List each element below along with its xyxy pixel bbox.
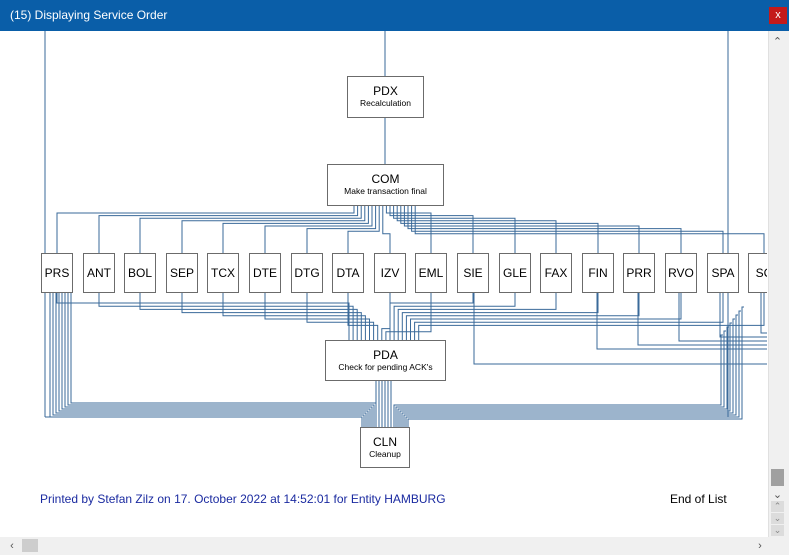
scrollbar-corner xyxy=(768,537,789,555)
window-title: (15) Displaying Service Order xyxy=(10,8,168,22)
close-icon: x xyxy=(775,9,781,21)
chevron-right-icon[interactable]: › xyxy=(758,540,762,552)
task-node-sie[interactable]: SIE xyxy=(457,253,489,293)
task-node-dtg[interactable]: DTG xyxy=(291,253,323,293)
node-code: CLN xyxy=(372,435,397,449)
diagram-canvas[interactable]: PDX Recalculation COM Make transaction f… xyxy=(4,31,767,537)
node-pda[interactable]: PDA Check for pending ACK's xyxy=(325,340,446,381)
title-bar: (15) Displaying Service Order x xyxy=(0,0,789,31)
task-node-eml[interactable]: EML xyxy=(415,253,447,293)
node-pdx[interactable]: PDX Recalculation xyxy=(347,76,424,118)
task-node-sep[interactable]: SEP xyxy=(166,253,198,293)
task-node-tcx[interactable]: TCX xyxy=(207,253,239,293)
print-info: Printed by Stefan Zilz on 17. October 20… xyxy=(40,492,446,506)
horizontal-scrollbar[interactable] xyxy=(0,537,768,555)
task-node-prs[interactable]: PRS xyxy=(41,253,73,293)
chevron-left-icon[interactable]: ‹ xyxy=(10,540,14,552)
chevron-up-icon[interactable]: ⌃ xyxy=(772,36,783,48)
end-of-list: End of List xyxy=(670,492,727,506)
node-code: PDA xyxy=(373,348,398,362)
node-description: Make transaction final xyxy=(344,186,427,196)
task-node-rvo[interactable]: RVO xyxy=(665,253,697,293)
scroll-page-down-icon[interactable]: ⌄ xyxy=(771,513,784,524)
scroll-end-icon[interactable]: ⌄ xyxy=(771,525,784,536)
vertical-scrollbar[interactable] xyxy=(768,31,789,537)
node-cln[interactable]: CLN Cleanup xyxy=(360,427,410,468)
node-description: Cleanup xyxy=(369,449,401,459)
task-node-prr[interactable]: PRR xyxy=(623,253,655,293)
task-node-fin[interactable]: FIN xyxy=(582,253,614,293)
node-com[interactable]: COM Make transaction final xyxy=(327,164,444,206)
node-code: COM xyxy=(371,172,400,186)
task-node-dta[interactable]: DTA xyxy=(332,253,364,293)
node-description: Recalculation xyxy=(359,98,412,108)
task-node-fax[interactable]: FAX xyxy=(540,253,572,293)
node-description: Check for pending ACK's xyxy=(338,362,433,372)
task-node-ant[interactable]: ANT xyxy=(83,253,115,293)
task-node-gle[interactable]: GLE xyxy=(499,253,531,293)
task-node-bol[interactable]: BOL xyxy=(124,253,156,293)
scroll-page-up-icon[interactable]: ⌃ xyxy=(771,501,784,512)
close-button[interactable]: x xyxy=(769,7,787,24)
chevron-down-icon[interactable]: ⌄ xyxy=(772,489,783,501)
horizontal-scroll-thumb[interactable] xyxy=(22,539,38,552)
task-node-sc[interactable]: SC xyxy=(748,253,767,293)
task-node-spa[interactable]: SPA xyxy=(707,253,739,293)
connector-lines xyxy=(44,31,767,427)
task-node-izv[interactable]: IZV xyxy=(374,253,406,293)
task-node-dte[interactable]: DTE xyxy=(249,253,281,293)
window-bottom-edge xyxy=(0,555,789,560)
node-code: PDX xyxy=(373,84,398,98)
vertical-scroll-thumb[interactable] xyxy=(771,469,784,486)
